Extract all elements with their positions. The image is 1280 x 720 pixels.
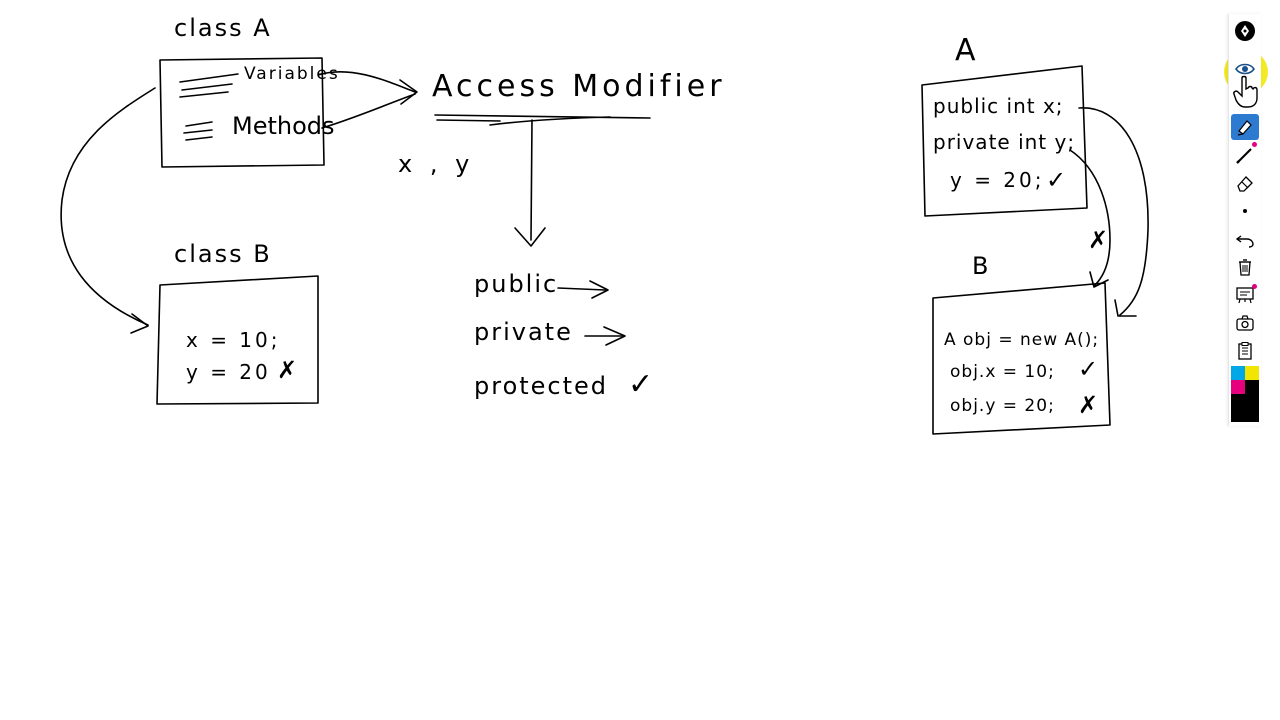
eye-icon[interactable] [1231, 56, 1259, 82]
color-palette [1231, 366, 1259, 422]
class-b-line-2: y = 20 [186, 360, 271, 384]
box-b-line-3: obj.y = 20; [950, 396, 1055, 416]
clipboard-icon[interactable] [1231, 338, 1259, 364]
whiteboard-icon[interactable] [1231, 282, 1259, 308]
modifier-public: public [474, 270, 559, 298]
box-a-heading: A [955, 33, 978, 68]
camera-icon[interactable] [1231, 310, 1259, 336]
dot-size-icon[interactable] [1231, 198, 1259, 224]
box-a-line-3: y = 20; [950, 168, 1045, 192]
box-b-line-1: A obj = new A(); [944, 330, 1100, 350]
class-b-heading: class B [174, 240, 272, 268]
pen-color-dot [1252, 142, 1257, 147]
highlighter-icon[interactable] [1231, 114, 1259, 140]
trash-icon[interactable] [1231, 254, 1259, 280]
class-b-cross-mark: ✗ [277, 356, 300, 384]
box-b-heading: B [972, 252, 991, 280]
box-a-line-2: private int y; [933, 130, 1076, 154]
eraser-icon[interactable] [1231, 170, 1259, 196]
color-swatch-magenta[interactable] [1231, 380, 1245, 394]
color-swatch-yellow[interactable] [1245, 366, 1259, 380]
modifier-protected: protected [474, 372, 609, 400]
undo-icon[interactable] [1231, 226, 1259, 252]
box-b-line-2-check: ✓ [1078, 355, 1101, 383]
access-modifier-title: Access Modifier [432, 69, 726, 104]
color-swatch-black[interactable] [1245, 380, 1259, 394]
color-swatch-cyan[interactable] [1231, 366, 1245, 380]
class-b-line-1: x = 10; [186, 328, 281, 352]
class-a-variables: Variables [244, 64, 340, 84]
box-b-line-2: obj.x = 10; [950, 362, 1055, 382]
annotation-toolbar [1228, 14, 1261, 426]
class-a-methods: Methods [232, 112, 335, 140]
modifier-private: private [474, 318, 573, 346]
current-color-swatch[interactable] [1231, 394, 1259, 422]
box-b-line-3-cross: ✗ [1078, 391, 1101, 419]
pen-icon[interactable] [1231, 142, 1259, 168]
protected-check-mark: ✓ [628, 367, 656, 402]
box-a-line-1: public int x; [933, 94, 1064, 118]
box-a-check-mark: ✓ [1046, 166, 1069, 194]
class-a-heading: class A [174, 14, 272, 42]
xy-note: x , y [398, 150, 475, 178]
access-denied-cross: ✗ [1088, 226, 1111, 254]
whiteboard-status-dot [1252, 284, 1257, 289]
pen-logo-icon[interactable] [1231, 18, 1259, 44]
